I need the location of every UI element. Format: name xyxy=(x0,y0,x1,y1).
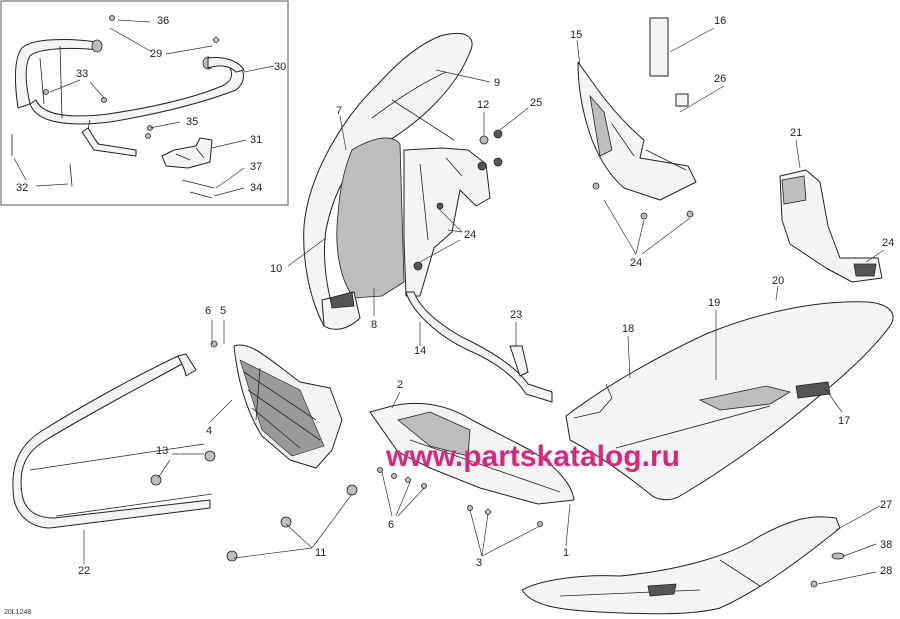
rear-bracket-part[interactable] xyxy=(161,137,213,169)
front-bumper-part[interactable] xyxy=(12,353,213,529)
callout-25: 25 xyxy=(530,97,542,109)
callout-2: 2 xyxy=(397,379,403,391)
callout-30: 30 xyxy=(274,61,286,73)
callout-14: 14 xyxy=(414,345,426,357)
callout-1: 1 xyxy=(563,547,569,559)
callout-8: 8 xyxy=(371,319,377,331)
callout-6: 6 xyxy=(388,519,394,531)
left-side-panel-part[interactable] xyxy=(577,17,697,220)
side-body-panel-part[interactable] xyxy=(565,301,894,501)
callout-9: 9 xyxy=(494,77,500,89)
lower-side-panel-part[interactable] xyxy=(369,402,575,527)
front-nose-panel[interactable] xyxy=(303,32,473,330)
callout-6: 6 xyxy=(205,305,211,317)
diagram-code: 20L1248 xyxy=(4,609,31,616)
callout-31: 31 xyxy=(250,134,262,146)
callout-7: 7 xyxy=(336,105,342,117)
callout-24: 24 xyxy=(882,237,894,249)
skid-plate-part[interactable] xyxy=(521,516,845,615)
callout-20: 20 xyxy=(772,275,784,287)
callout-11: 11 xyxy=(315,547,326,559)
right-side-panel-part[interactable] xyxy=(779,169,883,283)
callout-4: 4 xyxy=(206,425,212,437)
callout-24: 24 xyxy=(630,257,642,269)
callout-15: 15 xyxy=(570,29,582,41)
callout-26: 26 xyxy=(714,73,726,85)
leader-lines xyxy=(13,19,885,585)
support-rod-part[interactable] xyxy=(405,291,553,403)
callout-36: 36 xyxy=(157,15,169,27)
callout-27: 27 xyxy=(880,499,892,511)
rear-hardware[interactable] xyxy=(11,15,219,199)
callout-34: 34 xyxy=(250,182,262,194)
callout-12: 12 xyxy=(477,99,489,111)
callout-5: 5 xyxy=(220,305,226,317)
watermark: www.partskatalog.ru xyxy=(385,440,680,473)
callout-17: 17 xyxy=(838,415,850,427)
callout-16: 16 xyxy=(714,15,726,27)
inner-frame-part[interactable] xyxy=(403,129,503,297)
callout-10: 10 xyxy=(270,263,282,275)
callout-24: 24 xyxy=(464,229,476,241)
inset-frame xyxy=(0,0,289,206)
callout-37: 37 xyxy=(250,161,262,173)
callouts: 36 29 30 33 35 31 37 34 32 7 9 12 25 24 … xyxy=(16,15,894,577)
rear-bumper-part[interactable] xyxy=(14,39,245,157)
callout-32: 32 xyxy=(16,182,28,194)
callout-35: 35 xyxy=(186,116,198,128)
callout-18: 18 xyxy=(622,323,634,335)
callout-38: 38 xyxy=(880,539,892,551)
callout-29: 29 xyxy=(150,48,162,60)
callout-22: 22 xyxy=(78,565,90,577)
callout-3: 3 xyxy=(476,557,482,569)
front-grille-part[interactable] xyxy=(210,340,343,469)
callout-28: 28 xyxy=(880,565,892,577)
callout-13: 13 xyxy=(156,445,168,457)
callout-23: 23 xyxy=(510,309,522,321)
callout-19: 19 xyxy=(708,297,720,309)
callout-21: 21 xyxy=(790,127,802,139)
callout-33: 33 xyxy=(76,68,88,80)
